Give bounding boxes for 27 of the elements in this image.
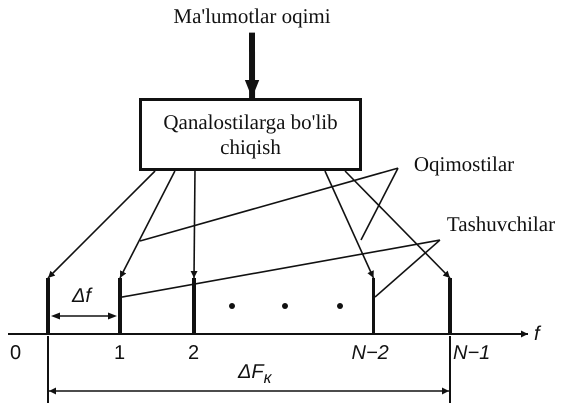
arrow — [119, 170, 176, 278]
carrier-bar — [192, 278, 196, 334]
arrow — [244, 32, 260, 98]
tick-label: 1 — [114, 343, 126, 363]
dimension-label: Δf — [72, 286, 91, 306]
carrier-bar — [448, 278, 452, 334]
arrow — [47, 170, 156, 279]
tick-label: 0 — [10, 343, 22, 363]
arrow — [324, 170, 374, 278]
annotation-text: Oqimostilar — [398, 152, 530, 178]
process-box: Qanalostilarga bo'lib chiqish — [139, 98, 362, 171]
annotation-text: Tashuvchilar — [430, 212, 572, 238]
leader-line — [374, 239, 440, 298]
leader-line — [140, 167, 398, 242]
tick-label: N−1 — [453, 343, 490, 363]
arrow — [190, 171, 198, 278]
carrier-bar — [118, 278, 122, 334]
leader-line — [360, 168, 399, 240]
carrier-bar — [46, 278, 50, 334]
arrow — [344, 170, 451, 279]
tick-label: N−2 — [352, 343, 389, 363]
dimension-label: ΔF$_{к}$ — [238, 362, 272, 387]
axis-label: f — [534, 324, 540, 344]
carrier-bar — [372, 278, 375, 334]
leader-line — [122, 239, 440, 298]
annotation-text: Ma'lumotlar oqimi — [170, 4, 334, 30]
tick-label: 2 — [188, 343, 200, 363]
